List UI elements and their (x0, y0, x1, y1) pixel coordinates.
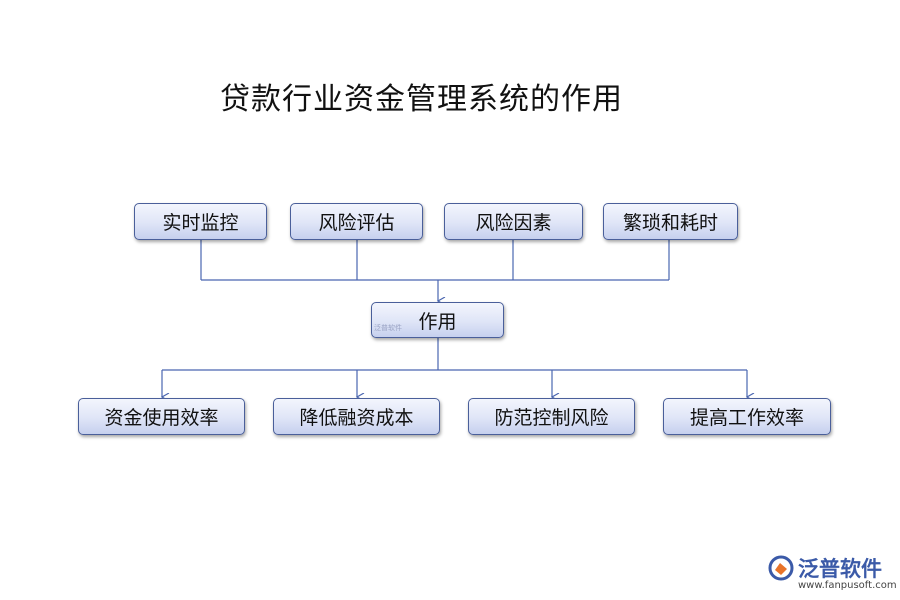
node-risk-factors: 风险因素 (444, 203, 583, 240)
diagram-title: 贷款行业资金管理系统的作用 (220, 82, 623, 117)
brand-logo: 泛普软件 www.fanpusoft.com (768, 553, 898, 595)
logo-url: www.fanpusoft.com (798, 580, 897, 591)
node-reduce-financing-cost: 降低融资成本 (273, 398, 440, 435)
node-risk-prevention: 防范控制风险 (468, 398, 635, 435)
node-function: 作用 (371, 302, 504, 338)
node-fund-efficiency: 资金使用效率 (78, 398, 245, 435)
node-tedious-time-consuming: 繁琐和耗时 (603, 203, 738, 240)
node-realtime-monitoring: 实时监控 (134, 203, 267, 240)
node-work-efficiency: 提高工作效率 (663, 398, 831, 435)
center-watermark: 泛普软件 (374, 324, 402, 332)
logo-name: 泛普软件 (798, 557, 882, 581)
node-risk-assessment: 风险评估 (290, 203, 423, 240)
fanpu-logo-icon (768, 555, 794, 581)
